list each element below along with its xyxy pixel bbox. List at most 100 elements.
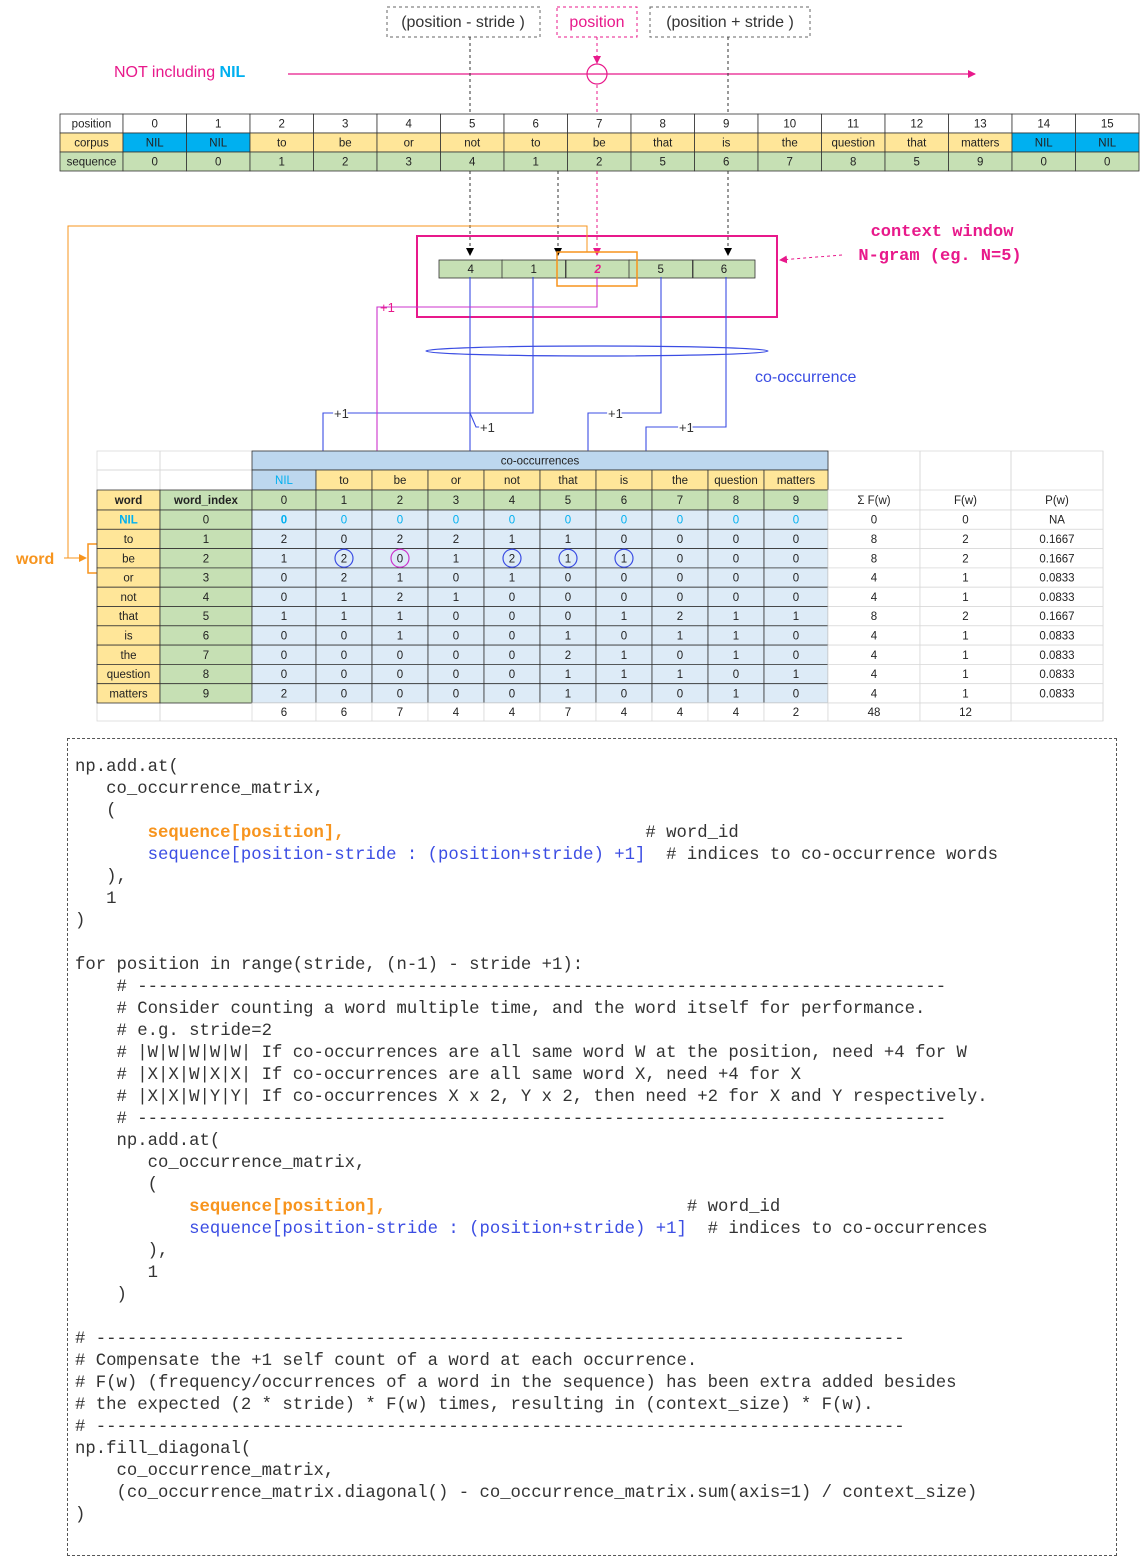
- matrix-cell: 1: [315, 606, 373, 627]
- corpus-cell: that: [630, 132, 695, 153]
- matrix-cell-text: 0: [509, 630, 515, 642]
- matrix-cell: 0: [371, 548, 429, 569]
- matrix-cell: 1: [707, 625, 765, 646]
- matrix-col-index: 8: [707, 489, 765, 511]
- matrix-cell: 0: [315, 644, 373, 665]
- matrix-cell: 0: [483, 586, 541, 607]
- matrix-cell-text: 0: [397, 688, 403, 700]
- matrix-cell: 0: [763, 644, 829, 665]
- co-occurrence-ellipse: [425, 345, 769, 357]
- matrix-cell-text: 2: [281, 534, 287, 546]
- matrix-total: 4: [427, 702, 485, 722]
- matrix-col-index: 1: [315, 489, 373, 511]
- matrix-cell-text: 1: [733, 611, 739, 623]
- matrix-cell-text: 0: [281, 592, 287, 604]
- matrix-row-word: to: [96, 528, 161, 549]
- matrix-head-word-text: word: [114, 495, 142, 507]
- corpus-cell: 2: [249, 113, 314, 134]
- corpus-cell-text: 1: [215, 119, 221, 131]
- matrix-cell: 1: [595, 606, 653, 627]
- matrix-total-text: 4: [733, 707, 740, 719]
- matrix-cell-text: 1: [733, 688, 739, 700]
- matrix-row-sum-text: 4: [871, 688, 878, 700]
- matrix-row-index: 4: [159, 586, 253, 607]
- corpus-cell: 5: [884, 151, 949, 172]
- matrix-col-index-text: 5: [565, 495, 571, 507]
- corpus-cell: 9: [948, 151, 1013, 172]
- matrix-cell: 0: [707, 548, 765, 569]
- corpus-cell-text: or: [404, 138, 414, 150]
- matrix-cell-text: 0: [341, 534, 347, 546]
- matrix-row-word: not: [96, 586, 161, 607]
- corpus-cell: 9: [694, 113, 759, 134]
- matrix-cell-text: 2: [565, 650, 571, 662]
- matrix-cell: 0: [595, 586, 653, 607]
- matrix-cell: 2: [315, 548, 373, 569]
- matrix-total-f: 12: [919, 702, 1012, 722]
- matrix-row-word: that: [96, 606, 161, 627]
- matrix-row-sum-text: 0: [871, 515, 877, 527]
- matrix-cell-text: 0: [733, 553, 739, 565]
- corpus-cell: 7: [757, 151, 822, 172]
- matrix-cell: 0: [251, 664, 317, 685]
- matrix-cell: 0: [763, 683, 829, 704]
- matrix-col-index: 9: [763, 489, 829, 511]
- matrix-cell: 2: [483, 548, 541, 569]
- matrix-row-sum: 8: [827, 606, 921, 627]
- matrix-col-index: 7: [651, 489, 709, 511]
- corpus-cell: to: [503, 132, 568, 153]
- matrix-total: 6: [251, 702, 317, 722]
- matrix-cell: 0: [707, 567, 765, 588]
- plus-one-not: +1: [480, 420, 495, 435]
- matrix-row-p-text: 0.0833: [1039, 650, 1074, 662]
- matrix-total-text: 6: [341, 707, 347, 719]
- matrix-total: 4: [595, 702, 653, 722]
- matrix-row-f: 1: [919, 567, 1012, 588]
- corpus-cell-text: 3: [406, 157, 412, 169]
- corpus-cell-text: 0: [152, 157, 158, 169]
- matrix-cell: 1: [539, 548, 597, 569]
- matrix-row-p: 0.0833: [1010, 644, 1104, 665]
- matrix-row-sum: 4: [827, 586, 921, 607]
- matrix-cell-text: 1: [281, 611, 287, 623]
- matrix-cell: 0: [371, 683, 429, 704]
- corpus-row-label-corpus: corpus: [59, 132, 124, 153]
- matrix-col-word: the: [651, 469, 709, 491]
- matrix-row-f-text: 2: [962, 534, 968, 546]
- code-comment: # |X|X|W|Y|Y| If co-occurrences X x 2, Y…: [116, 1088, 988, 1107]
- matrix-row-sum-text: 4: [871, 669, 878, 681]
- matrix-row-f: 1: [919, 586, 1012, 607]
- matrix-cell-text: 1: [621, 650, 627, 662]
- corpus-cell: 5: [630, 151, 695, 172]
- matrix-row-f-text: 2: [962, 553, 968, 565]
- corpus-cell: 14: [1011, 113, 1076, 134]
- corpus-cell-text: 5: [914, 157, 920, 169]
- corpus-cell-text: NIL: [1035, 138, 1054, 150]
- matrix-row-word: the: [96, 644, 161, 665]
- matrix-cell-text: 0: [281, 650, 287, 662]
- matrix-col-index-text: 0: [281, 495, 287, 507]
- matrix-total: 7: [371, 702, 429, 722]
- corpus-cell: 10: [757, 113, 822, 134]
- matrix-cell-text: 0: [793, 592, 799, 604]
- matrix-cell-text: 0: [793, 534, 799, 546]
- matrix-row-word: be: [96, 548, 161, 569]
- matrix-row-f: 2: [919, 528, 1012, 549]
- matrix-cell-text: 0: [341, 630, 347, 642]
- matrix-row-f: 2: [919, 606, 1012, 627]
- matrix-cell: 0: [595, 528, 653, 549]
- matrix-row-f-text: 1: [962, 650, 968, 662]
- corpus-cell: 0: [186, 151, 251, 172]
- matrix-cell-text: 0: [793, 650, 799, 662]
- corpus-cell: to: [249, 132, 314, 153]
- code-line: np.add.at(: [75, 758, 179, 777]
- matrix-cell: 0: [651, 548, 709, 569]
- corpus-cell-text: 10: [783, 119, 796, 131]
- matrix-cell: 0: [427, 606, 485, 627]
- matrix-row-p-text: 0.0833: [1039, 573, 1074, 585]
- matrix-cell: 0: [539, 509, 597, 530]
- code-line: np.add.at(: [116, 1132, 221, 1151]
- matrix-cell: 0: [763, 567, 829, 588]
